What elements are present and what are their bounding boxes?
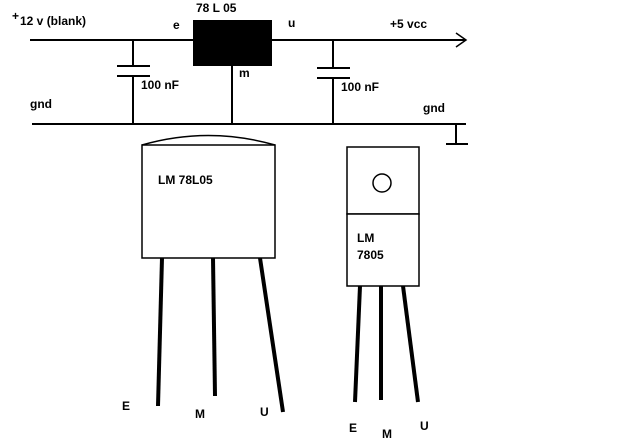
- to92-body: [141, 144, 276, 259]
- to92-lead-u: [258, 257, 285, 413]
- cap-right-value: 100 nF: [341, 80, 379, 94]
- to220-pin-u-label: U: [420, 419, 429, 433]
- pin-in-label: e: [173, 18, 180, 32]
- regulator-name-label: 78 L 05: [196, 1, 237, 15]
- to220-tab: [346, 146, 420, 215]
- to92-label: LM 78L05: [158, 173, 213, 187]
- to220-lead-u: [401, 285, 420, 403]
- output-arrowhead: [455, 32, 468, 48]
- cap-left-value: 100 nF: [141, 78, 179, 92]
- input-plus-sign: +: [12, 9, 19, 23]
- to92-lead-m: [211, 257, 217, 397]
- regulator-block: [193, 20, 272, 66]
- output-voltage-label: +5 vcc: [390, 17, 427, 31]
- to92-pin-u-label: U: [260, 405, 269, 419]
- gnd-right-label: gnd: [423, 101, 445, 115]
- pin-gnd-label: m: [239, 66, 250, 80]
- pin-out-label: u: [288, 16, 295, 30]
- to92-pin-m-label: M: [195, 407, 205, 421]
- package-to220: LM 7805 E M U: [346, 146, 429, 441]
- to92-top-arc: [141, 134, 276, 146]
- to92-pin-e-label: E: [122, 399, 130, 413]
- to220-lead-e: [353, 285, 362, 403]
- package-to92: LM 78L05 E M U: [122, 134, 285, 421]
- to220-label-line1: LM: [357, 231, 374, 245]
- to220-pin-e-label: E: [349, 421, 357, 435]
- to92-lead-e: [156, 257, 164, 407]
- to220-pin-m-label: M: [382, 427, 392, 441]
- to220-label-line2: 7805: [357, 248, 384, 262]
- gnd-left-label: gnd: [30, 97, 52, 111]
- input-voltage-label: 12 v (blank): [20, 14, 86, 28]
- to220-mounting-hole: [372, 173, 392, 193]
- to220-body: [346, 213, 420, 287]
